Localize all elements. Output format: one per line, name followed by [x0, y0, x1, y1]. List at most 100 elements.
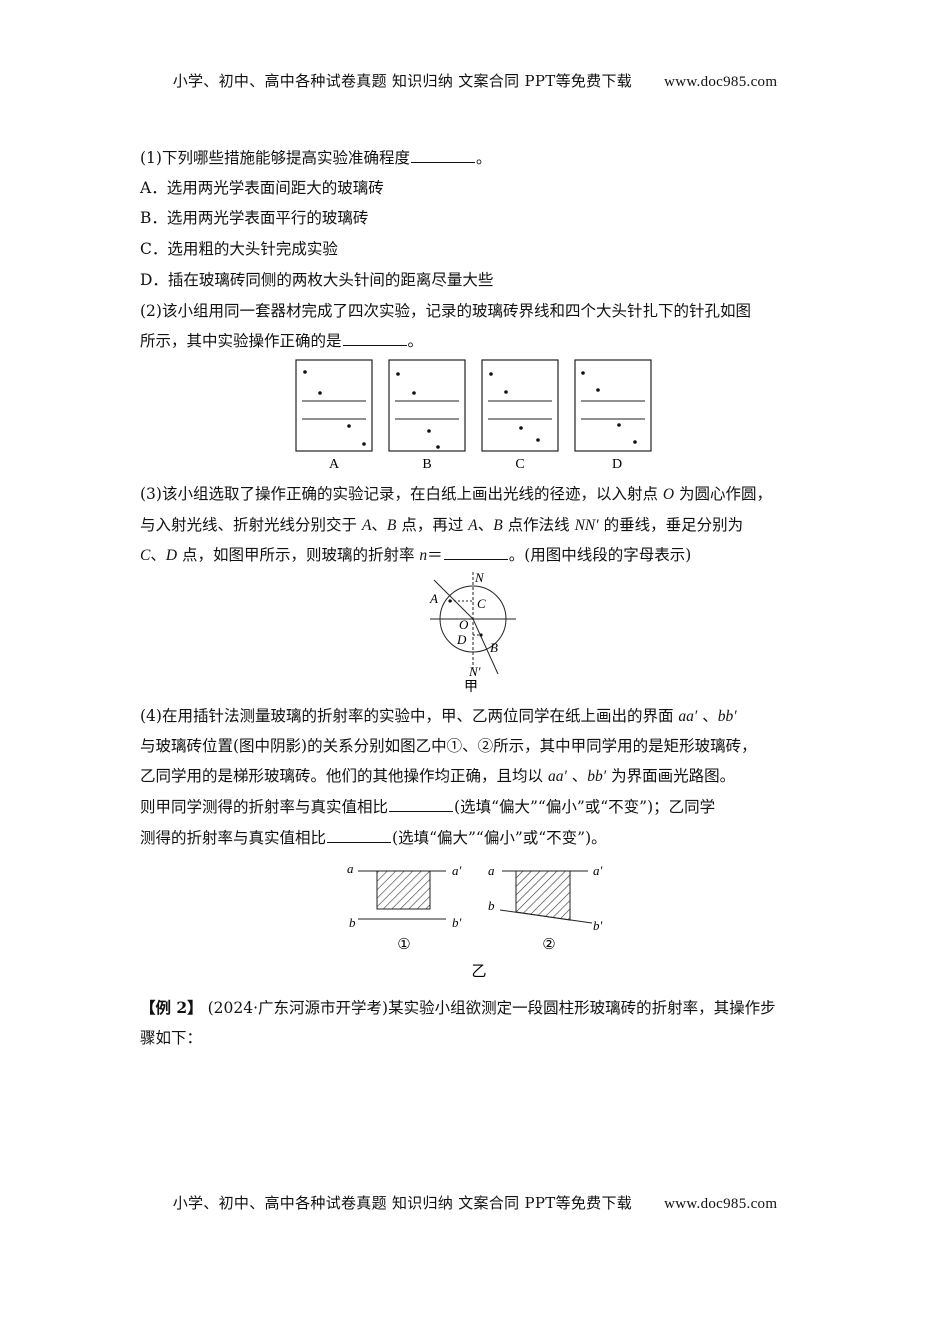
figure-pin-records: A B C D: [295, 359, 652, 472]
q3-var-a: A: [361, 517, 372, 534]
record-c: C: [481, 359, 559, 472]
answer-blank: [443, 545, 508, 560]
record-d: D: [574, 359, 652, 472]
label-d: D: [456, 632, 467, 647]
page-footer: 小学、初中、高中各种试卷真题 知识归纳 文案合同 PPT等免费下载 www.doc…: [0, 1192, 950, 1213]
q3-var-c: C: [140, 547, 151, 564]
q4-line5: 测得的折射率与真实值相比 (选填“偏大”“偏小”或“不变”)。: [140, 826, 607, 848]
q3-text: 、: [477, 516, 494, 534]
q1-stem: (1)下列哪些措施能够提高实验准确程度 。: [140, 146, 491, 168]
label-b: b: [488, 898, 495, 913]
example2-line2: 骤如下：: [140, 1029, 203, 1047]
q3-text: 为圆心作圆，: [674, 485, 773, 503]
q1-stem-end: 。: [475, 149, 492, 167]
q3-text: 与入射光线、折射光线分别交于: [140, 516, 362, 534]
q3-var-o: O: [662, 486, 675, 503]
record-b: B: [388, 359, 466, 472]
q4-text: (选填“偏大”“偏小”或“不变”)；乙同学: [454, 798, 716, 816]
q3-var-nn: NN′: [574, 517, 599, 534]
q4-text: (4)在用插针法测量玻璃的折射率的实验中，甲、乙两位同学在纸上画出的界面: [140, 707, 679, 725]
page-header: 小学、初中、高中各种试卷真题 知识归纳 文案合同 PPT等免费下载 www.doc…: [0, 70, 950, 91]
figure-yi-caption: 乙: [471, 964, 486, 980]
footer-text: 小学、初中、高中各种试卷真题 知识归纳 文案合同 PPT等免费下载: [172, 1194, 633, 1212]
q2-line2: 所示，其中实验操作正确的是 。: [140, 329, 423, 351]
q4-line4: 则甲同学测得的折射率与真实值相比 (选填“偏大”“偏小”或“不变”)；乙同学: [140, 795, 715, 817]
q3-line2: 与入射光线、折射光线分别交于 A、B 点，再过 A、B 点作法线 NN′ 的垂线…: [140, 513, 743, 535]
q2-line2-text: 所示，其中实验操作正确的是: [140, 332, 342, 350]
figure-jia-circle: N A C O D B N′ 甲: [429, 570, 516, 694]
q3-text: 、: [371, 516, 387, 534]
label-a: A: [429, 591, 438, 606]
q1-option-b: B．选用两光学表面平行的玻璃砖: [140, 209, 369, 227]
answer-blank: [327, 828, 392, 843]
label-circle-2: ②: [542, 937, 555, 953]
example-tag: 【例 2】: [140, 998, 203, 1017]
q3-line3: C、D 点，如图甲所示，则玻璃的折射率 n＝ 。(用图中线段的字母表示): [140, 543, 691, 565]
q4-var-bb: bb′: [587, 768, 607, 785]
q4-line2: 与玻璃砖位置(图中阴影)的关系分别如图乙中①、②所示，其中甲同学用的是矩形玻璃砖…: [140, 737, 757, 755]
q1-option-a: A．选用两光学表面间距大的玻璃砖: [140, 179, 384, 197]
q4-text: 则甲同学测得的折射率与真实值相比: [140, 798, 389, 816]
figure-yi-1: a a′ b b′ ①: [347, 861, 462, 953]
q4-var-aa: aa′: [547, 768, 567, 785]
q3-text: 。(用图中线段的字母表示): [508, 546, 692, 564]
label-a-prime: a′: [452, 863, 462, 878]
label-circle-1: ①: [397, 937, 410, 953]
q4-text: 、: [566, 767, 588, 785]
q1-option-d: D．插在玻璃砖同侧的两枚大头针间的距离尽量大些: [140, 271, 494, 289]
q3-var-b: B: [493, 517, 503, 534]
q4-text: 测得的折射率与真实值相比: [140, 829, 327, 847]
label-a: a: [488, 863, 495, 878]
q4-text: 、: [697, 707, 718, 725]
q4-text: (选填“偏大”“偏小”或“不变”)。: [392, 829, 607, 847]
q3-text: (3)该小组选取了操作正确的实验记录，在白纸上画出光线的径迹，以入射点: [140, 485, 663, 503]
record-c-label: C: [515, 457, 524, 472]
q3-text: 、: [150, 546, 166, 564]
q3-var-d: D: [165, 547, 178, 564]
q3-text: 点作法线: [502, 516, 575, 534]
answer-blank: [389, 797, 454, 812]
footer-url: www.doc985.com: [664, 1196, 778, 1212]
label-a-prime: a′: [593, 863, 603, 878]
label-b-prime: b′: [452, 915, 462, 930]
example2-text: (2024·广东河源市开学考)某实验小组欲测定一段圆柱形玻璃砖的折射率，其操作步: [202, 999, 776, 1017]
q3-line1: (3)该小组选取了操作正确的实验记录，在白纸上画出光线的径迹，以入射点 O 为圆…: [140, 482, 772, 504]
record-a: A: [295, 359, 373, 472]
q4-var-aa: aa′: [678, 708, 698, 725]
answer-blank: [342, 331, 407, 346]
answer-blank: [410, 148, 475, 163]
header-text: 小学、初中、高中各种试卷真题 知识归纳 文案合同 PPT等免费下载: [172, 72, 633, 90]
label-c: C: [477, 596, 486, 611]
q3-text: 点，如图甲所示，则玻璃的折射率: [177, 546, 420, 564]
label-n-prime: N′: [468, 664, 481, 679]
q1-option-c: C．选用粗的大头针完成实验: [140, 240, 338, 258]
label-b: B: [490, 640, 498, 655]
example2-line1: 【例 2】 (2024·广东河源市开学考)某实验小组欲测定一段圆柱形玻璃砖的折射…: [140, 996, 776, 1018]
q4-line3: 乙同学用的是梯形玻璃砖。他们的其他操作均正确，且均以 aa′ 、bb′ 为界面画…: [140, 764, 735, 786]
q4-text: 乙同学用的是梯形玻璃砖。他们的其他操作均正确，且均以: [140, 767, 548, 785]
figure-yi-interfaces: a a′ b b′ ① a a′ b b′ ② 乙: [347, 861, 603, 980]
label-n: N: [474, 570, 485, 585]
q3-text: 点，再过: [396, 516, 469, 534]
q2-line1: (2)该小组用同一套器材完成了四次实验，记录的玻璃砖界线和四个大头针扎下的针孔如…: [140, 302, 751, 320]
record-d-label: D: [612, 457, 622, 472]
q3-var-n: n: [419, 547, 428, 564]
label-b-prime: b′: [593, 918, 603, 933]
header-url: www.doc985.com: [664, 74, 778, 90]
figure-jia-caption: 甲: [464, 680, 478, 694]
label-b: b: [349, 915, 356, 930]
q3-text: ＝: [427, 546, 443, 564]
q3-text: 的垂线，垂足分别为: [598, 516, 744, 534]
q1-stem-text: (1)下列哪些措施能够提高实验准确程度: [140, 149, 410, 167]
q4-var-bb: bb′: [717, 708, 737, 725]
record-a-label: A: [329, 457, 340, 472]
label-o: O: [459, 617, 469, 632]
figure-yi-2: a a′ b b′ ②: [488, 863, 603, 953]
q2-line2-end: 。: [407, 332, 424, 350]
q4-line1: (4)在用插针法测量玻璃的折射率的实验中，甲、乙两位同学在纸上画出的界面 aa′…: [140, 704, 737, 726]
q3-var-b: B: [386, 517, 397, 534]
q4-text: 为界面画光路图。: [606, 767, 736, 785]
record-b-label: B: [422, 457, 431, 472]
q3-var-a: A: [468, 517, 478, 534]
label-a: a: [347, 861, 354, 876]
